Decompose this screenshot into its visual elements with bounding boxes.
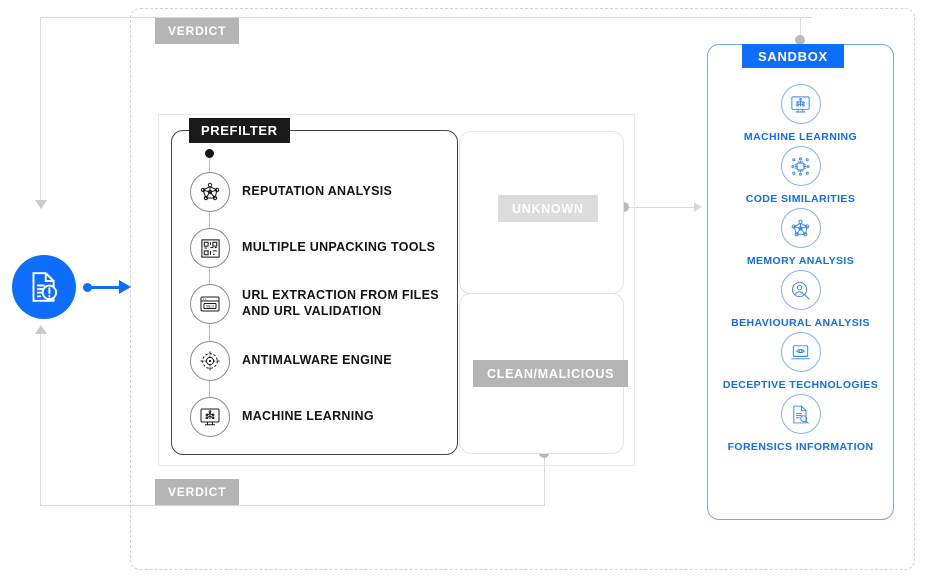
machine-learning-monitor-icon [780,84,821,124]
sandbox-item-label: MACHINE LEARNING [743,131,858,143]
prefilter-header-label: PREFILTER [189,118,290,143]
verdict-bottom-horizontal-line [40,505,545,506]
input-sample-icon[interactable] [12,255,76,319]
sandbox-item-behavioural-analysis[interactable]: BEHAVIOURAL ANALYSIS [707,270,894,329]
unknown-connector-dot [619,202,629,212]
input-connector-dot [83,283,92,292]
sandbox-item-label: FORENSICS INFORMATION [727,441,874,453]
sandbox-item-label: MEMORY ANALYSIS [746,255,855,267]
verdict-bottom-vertical-line [40,330,41,506]
verdict-bottom-label: VERDICT [155,479,240,505]
prefilter-item-machine-learning[interactable]: MACHINE LEARNING [190,397,452,437]
target-crosshair-icon [190,341,230,381]
sandbox-item-label: BEHAVIOURAL ANALYSIS [731,317,870,329]
prefilter-item-label: MULTIPLE UNPACKING TOOLS [242,240,436,255]
laptop-eye-icon [780,332,821,372]
verdict-top-vertical-line [40,17,41,205]
prefilter-item-label: ANTIMALWARE ENGINE [242,353,392,368]
sandbox-item-label: CODE SIMILARITIES [745,193,856,205]
verdict-top-horizontal-line [40,17,812,18]
prefilter-item-label: MACHINE LEARNING [242,409,374,424]
sandbox-connector-dot [795,35,805,45]
prefilter-item-multiple-unpacking-tools[interactable]: MULTIPLE UNPACKING TOOLS [190,228,452,268]
prefilter-item-antimalware-engine[interactable]: ANTIMALWARE ENGINE [190,341,452,381]
prefilter-item-label: URL EXTRACTION FROM FILES AND URL VALIDA… [242,288,439,318]
clean-malicious-label: CLEAN/MALICIOUS [473,360,629,387]
sandbox-item-memory-analysis[interactable]: MEMORY ANALYSIS [707,208,894,267]
input-connector-line [88,286,121,289]
sandbox-item-forensics-information[interactable]: FORENSICS INFORMATION [707,394,894,453]
prefilter-outer-frame [158,114,635,466]
sandbox-item-code-similarities[interactable]: CODE SIMILARITIES [707,146,894,205]
browser-url-icon: http:// [190,284,230,324]
verdict-bottom-arrowhead [35,325,47,334]
prefilter-item-label: REPUTATION ANALYSIS [242,184,393,199]
network-graph-icon [780,208,821,248]
sandbox-feed-vertical-line [800,17,801,40]
prefilter-item-reputation-analysis[interactable]: REPUTATION ANALYSIS [190,172,452,212]
clean-malicious-drop-line [544,452,545,506]
document-magnifier-icon [780,394,821,434]
sandbox-item-deceptive-technologies[interactable]: DECEPTIVE TECHNOLOGIES [707,332,894,391]
user-magnifier-icon [780,270,821,310]
sandbox-item-label: DECEPTIVE TECHNOLOGIES [722,379,879,391]
prefilter-spine-dot [205,149,214,158]
prefilter-item-url-extraction[interactable]: http:// URL EXTRACTION FROM FILES AND UR… [190,284,452,324]
sandbox-item-list: MACHINE LEARNING CODE SIMILARITIES [707,84,894,456]
cpu-chip-icon [780,146,821,186]
verdict-top-arrowhead [35,200,47,209]
machine-learning-monitor-icon [190,397,230,437]
verdict-top-label: VERDICT [155,18,240,44]
network-graph-icon [190,172,230,212]
unknown-label: UNKNOWN [498,195,598,222]
sandbox-header-label: SANDBOX [742,44,844,68]
svg-text:http://: http:// [206,304,215,308]
sandbox-item-machine-learning[interactable]: MACHINE LEARNING [707,84,894,143]
input-arrowhead [119,280,131,294]
unknown-to-sandbox-line [624,207,698,208]
unpacking-maze-icon [190,228,230,268]
unknown-to-sandbox-arrowhead [694,202,702,212]
